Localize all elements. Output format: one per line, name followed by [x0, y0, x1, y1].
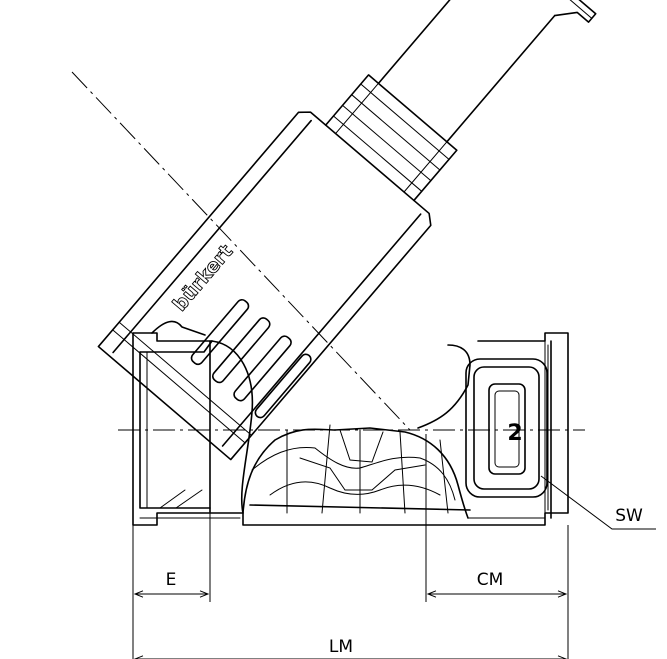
port-marker: 2: [465, 358, 548, 498]
dimension-cm-label: CM: [477, 570, 504, 590]
dimension-sw-leader: [540, 475, 656, 530]
valve-body: [132, 332, 569, 526]
centerlines: [71, 71, 585, 431]
bonnet-joint: [151, 320, 471, 429]
dimensions: E CM LM SW: [132, 434, 656, 659]
dimension-sw-label: SW: [615, 506, 643, 526]
port-number: 2: [507, 421, 522, 446]
dimension-e-label: E: [166, 570, 177, 590]
flow-cavity: [242, 424, 471, 519]
dimension-lm-label: LM: [329, 637, 353, 657]
bonnet: bürkert: [97, 0, 597, 461]
